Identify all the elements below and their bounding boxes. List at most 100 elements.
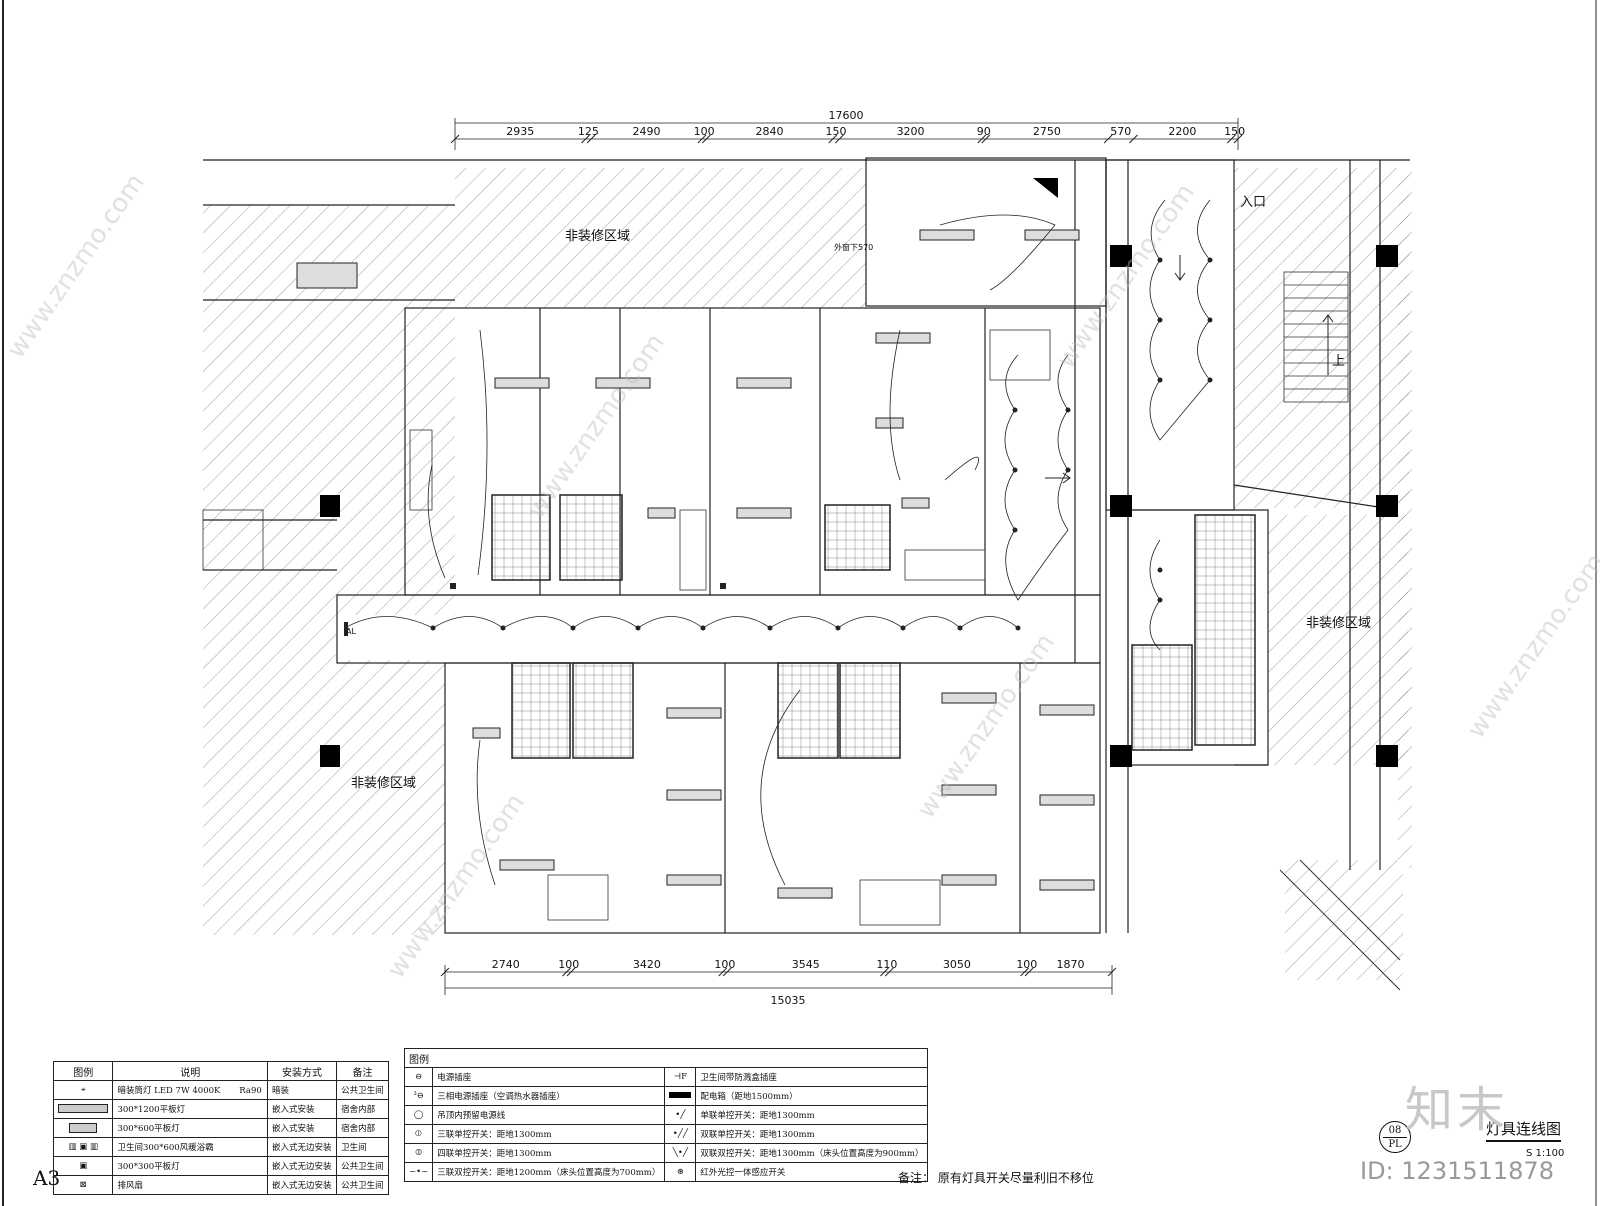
ceiling-power-icon: ◯ — [413, 1110, 424, 1120]
dimension-tick — [880, 967, 889, 977]
double-switch-icon: •╱╱ — [672, 1129, 688, 1139]
legend2-desc: 三联双控开关：距地1200mm（床头位置高度为700mm） — [432, 1162, 666, 1182]
legend1-row: ▣ 300*300平板灯 嵌入式无边安装 公共卫生间 — [52, 1156, 389, 1176]
dimension-text: 2935 — [506, 125, 534, 138]
scale-label: S 1:100 — [1526, 1148, 1565, 1159]
legend1-header-mount: 安装方式 — [266, 1061, 338, 1081]
dimension-text: 150 — [826, 125, 847, 138]
three-phase-socket-icon: ³⊖ — [413, 1091, 424, 1101]
bathrooms — [491, 494, 1256, 759]
legend2-desc: 卫生间带防溅盒插座 — [695, 1067, 929, 1087]
dimension-text: 100 — [714, 958, 735, 971]
watermark-id: ID: 1231511878 — [1360, 1157, 1554, 1185]
legend1-row: ⊠ 排风扇 嵌入式无边安装 公共卫生间 — [52, 1175, 389, 1195]
triple-switch-icon: ⦶ — [415, 1129, 422, 1139]
legend2-desc: 三相电源插座（空调热水器插座） — [432, 1086, 666, 1106]
dimension-text: 3050 — [943, 958, 971, 971]
legend1-desc: 排风扇 — [112, 1175, 268, 1195]
dimension-tick — [702, 134, 711, 144]
sheet-number-badge: 08 PL — [1379, 1121, 1411, 1153]
legend2-desc: 配电箱（距地1500mm） — [695, 1086, 929, 1106]
legend1-note: 公共卫生间 — [336, 1080, 389, 1100]
zone-label-stairs-up: 上 — [1332, 354, 1345, 369]
dimension-tick — [828, 134, 838, 144]
triple-dual-switch-icon: ~•~ — [409, 1167, 429, 1177]
legend1-mount: 嵌入式安装 — [266, 1099, 338, 1119]
dimension-top-total: 17600 — [829, 109, 864, 122]
dimension-text: 100 — [694, 125, 715, 138]
legend2-desc: 单联单控开关：距地1300mm — [695, 1105, 929, 1125]
zone-label-non-reno-right: 非装修区域 — [1306, 616, 1371, 631]
svg-text:www.znzmo.com: www.znzmo.com — [1051, 178, 1201, 374]
legend1-desc: 300*1200平板灯 — [112, 1099, 268, 1119]
legend1-row: 300*1200平板灯 嵌入式安装 宿舍内部 — [52, 1099, 389, 1119]
quad-switch-icon: ⦷ — [415, 1148, 423, 1158]
arrow-icon — [1045, 255, 1334, 484]
dimension-text: 100 — [1016, 958, 1037, 971]
svg-text:www.znzmo.com: www.znzmo.com — [1461, 548, 1600, 744]
legend2-desc: 双联双控开关：距地1300mm（床头位置高度为900mm） — [695, 1143, 929, 1163]
legend1-mount: 嵌入式无边安装 — [266, 1156, 338, 1176]
dimension-text: 90 — [977, 125, 991, 138]
legend2-desc: 双联单控开关：距地1300mm — [695, 1124, 929, 1144]
splash-socket-icon: ⊣F — [673, 1072, 687, 1082]
socket-icon: ⊖ — [415, 1072, 423, 1082]
dimension-text: 3200 — [897, 125, 925, 138]
downlights — [344, 257, 1213, 636]
legend2-desc: 电源插座 — [432, 1067, 666, 1087]
zone-label-non-reno-left: 非装修区域 — [351, 776, 416, 791]
ir-sensor-switch-icon: ⊛ — [676, 1167, 684, 1177]
dimension-text: 15035 — [771, 994, 806, 1007]
non-renovation-hatch — [203, 168, 1412, 991]
zone-label-non-reno-top: 非装修区域 — [565, 229, 630, 244]
dimension-text: 1870 — [1057, 958, 1085, 971]
dimension-bottom-total: 15035 — [771, 994, 806, 1007]
legend2-row: ~•~ 三联双控开关：距地1200mm（床头位置高度为700mm） ⊛ 红外光控… — [403, 1162, 929, 1182]
svg-text:www.znzmo.com: www.znzmo.com — [1, 168, 151, 364]
dimension-text: 2200 — [1168, 125, 1196, 138]
legend1-desc: 暗装筒灯 LED 7W 4000K — [117, 1086, 221, 1096]
dimension-tick — [722, 967, 732, 977]
legend1-note: 宿舍内部 — [336, 1099, 389, 1119]
dimension-text: 17600 — [829, 109, 864, 122]
legend1-mount: 嵌入式无边安装 — [266, 1137, 338, 1157]
dimension-tick — [1226, 134, 1236, 144]
legend1-extra: Ra90 — [239, 1086, 262, 1096]
zone-label-entrance: 入口 — [1240, 195, 1266, 210]
legend2-header: 图例 — [403, 1048, 929, 1068]
exhaust-fan-icon: ⊠ — [79, 1179, 87, 1190]
panel-300x1200-icon — [58, 1104, 109, 1113]
legend2-row: ⊖ 电源插座 ⊣F 卫生间带防溅盒插座 — [403, 1067, 929, 1087]
dimension-tick — [450, 134, 460, 144]
dimension-tick — [1103, 134, 1113, 144]
legend1-header-note: 备注 — [336, 1061, 389, 1081]
dimension-tick — [718, 967, 728, 977]
sheet-size: A3 — [33, 1166, 61, 1190]
panel-300x600-icon — [69, 1122, 98, 1133]
dimension-tick — [1107, 967, 1117, 977]
legend2-desc: 四联单控开关：距地1300mm — [432, 1143, 666, 1163]
dimension-text: 3545 — [792, 958, 820, 971]
single-switch-icon: •╱ — [675, 1110, 686, 1120]
distribution-box-icon — [669, 1092, 692, 1098]
dimension-text: 110 — [876, 958, 897, 971]
light-panels — [296, 229, 1095, 899]
legend1-note: 卫生间 — [336, 1137, 389, 1157]
dimension-text: 3420 — [633, 958, 661, 971]
legend2-desc: 红外光控一体感应开关 — [695, 1162, 929, 1182]
legend1-header-desc: 说明 — [112, 1061, 268, 1081]
dimension-tick — [586, 134, 596, 144]
dimension-text: 100 — [558, 958, 579, 971]
legend1-note: 公共卫生间 — [336, 1175, 389, 1195]
stairs — [202, 271, 1349, 926]
sheet-number-bottom: PL — [1383, 1137, 1407, 1151]
sheet-number-top: 08 — [1388, 1125, 1402, 1136]
legend-table-electrical: 图例 ⊖ 电源插座 ⊣F 卫生间带防溅盒插座 ³⊖ 三相电源插座（空调热水器插座… — [403, 1048, 929, 1182]
legend1-header-icon: 图例 — [52, 1061, 114, 1081]
dimension-tick — [581, 134, 590, 144]
dimension-tick — [697, 134, 707, 144]
sheet-title: 灯具连线图 — [1486, 1118, 1562, 1142]
